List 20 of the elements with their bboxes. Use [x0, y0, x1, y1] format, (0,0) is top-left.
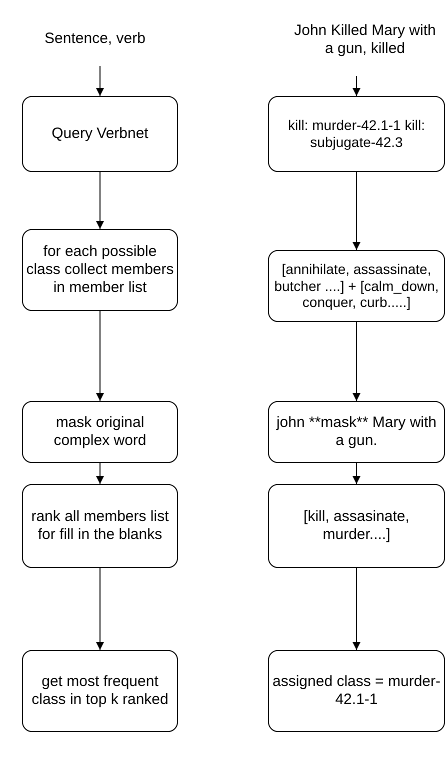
process-box: Query Verbnet [22, 96, 178, 172]
process-box: mask original complex word [22, 401, 178, 463]
arrow [352, 322, 360, 402]
process-box: for each possible class collect members in member list [22, 229, 178, 311]
arrow [96, 568, 104, 650]
arrow [96, 66, 104, 96]
process-box: kill: murder-42.1-1 kill: subjugate-42.3 [268, 96, 445, 172]
process-box: john **mask** Mary with a gun. [268, 401, 445, 463]
arrow [352, 568, 360, 650]
arrow [96, 310, 104, 402]
process-box: assigned class = murder-42.1-1 [268, 650, 445, 732]
arrow [352, 462, 360, 484]
process-box: [kill, assasinate, murder....] [268, 484, 445, 568]
process-box: get most frequent class in top k ranked [22, 650, 178, 732]
process-box: rank all members list for fill in the blanks [22, 484, 178, 568]
arrow [96, 172, 104, 230]
arrow [352, 76, 360, 96]
arrow [352, 172, 360, 250]
process-box: [annihilate, assassinate, butcher ....] + [calm_down, conquer, curb.....] [268, 250, 445, 322]
arrow [96, 462, 104, 484]
